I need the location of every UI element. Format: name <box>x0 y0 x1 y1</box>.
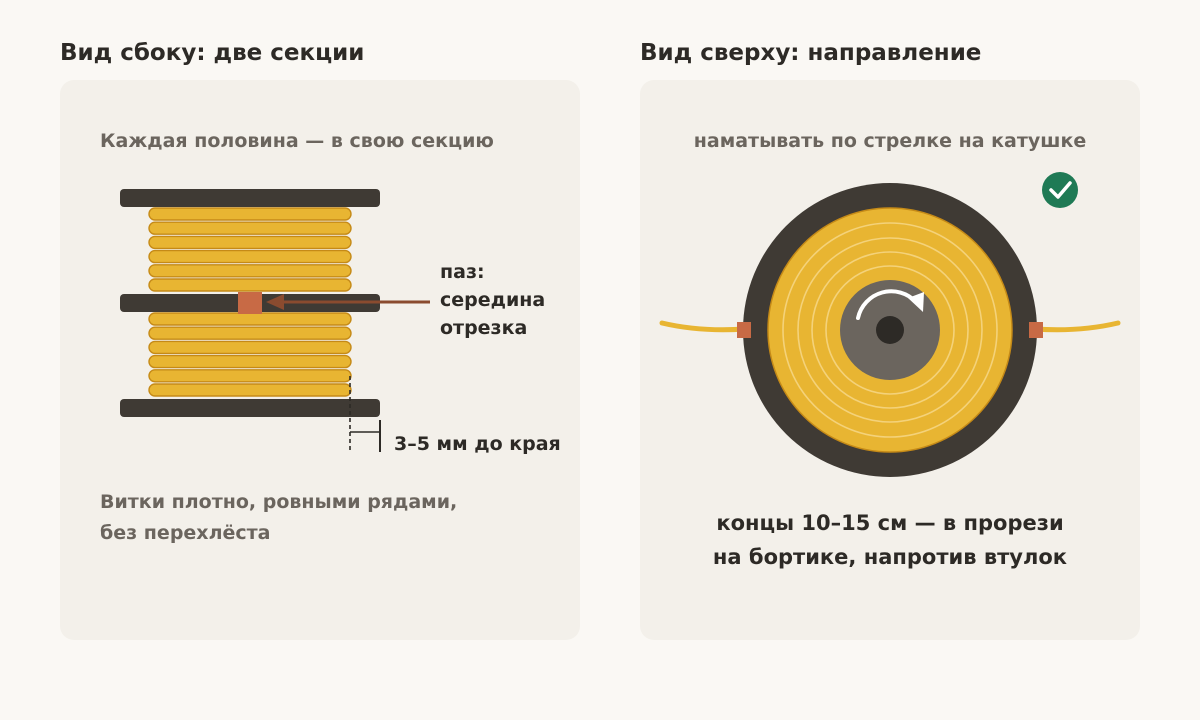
side-view-heading: Вид сбоку: две секции <box>60 40 365 66</box>
direction-arrow <box>856 289 918 320</box>
winding-ring <box>782 222 998 438</box>
coil-turn <box>148 249 352 264</box>
coil-turn <box>148 235 352 250</box>
winding-ring <box>811 251 969 409</box>
bottom-text-line-2: на бортике, напротив втулок <box>712 545 1068 569</box>
line-end-left <box>659 320 748 333</box>
bottom-text-line-1: концы 10–15 см — в прорези <box>716 511 1064 535</box>
groove-label-line-3: отрезка <box>440 317 528 339</box>
spool-side-diagram <box>120 189 430 452</box>
lower-winding-section <box>148 312 352 397</box>
coil-turn <box>148 326 352 340</box>
side-view-bottom-caption: Витки плотно, ровными рядами, без перехл… <box>100 487 457 549</box>
groove-label-line-2: середина <box>440 289 546 311</box>
top-view-panel: наматывать по стрелке на катушке концы 1… <box>640 80 1140 640</box>
coil-turn <box>148 207 352 221</box>
edge-gap-label: 3–5 мм до края <box>394 433 561 455</box>
winding-rings <box>782 222 998 438</box>
coil-turn <box>148 369 352 383</box>
winding-ring <box>797 237 983 423</box>
side-view-caption: Каждая половина — в свою секцию <box>100 130 494 152</box>
coil-turn <box>148 264 352 278</box>
check-circle-icon <box>1042 172 1078 208</box>
coil-turn <box>148 278 352 292</box>
top-view-bottom-text: концы 10–15 см — в прорези на бортике, н… <box>640 506 1140 574</box>
coil-turn <box>148 312 352 326</box>
upper-winding-section <box>148 207 352 292</box>
direction-arrow-head <box>908 292 924 312</box>
bottom-caption-line-1: Витки плотно, ровными рядами, <box>100 491 458 513</box>
top-view-heading: Вид сверху: направление <box>640 40 982 66</box>
slot-marker-left <box>737 322 751 338</box>
bottom-caption-line-2: без перехлёста <box>100 522 271 544</box>
top-view-caption: наматывать по стрелке на катушке <box>693 130 1087 152</box>
winding-ring <box>825 265 955 395</box>
groove-label-line-1: паз: <box>440 261 485 283</box>
top-flange <box>120 189 380 207</box>
spool-axle <box>876 316 904 344</box>
slot-marker-right <box>1029 322 1043 338</box>
line-end-right <box>1032 320 1121 333</box>
bottom-flange <box>120 399 380 417</box>
groove-label: паз: середина отрезка <box>440 258 545 342</box>
spool-top-diagram <box>659 172 1121 477</box>
coil-turn <box>148 383 352 397</box>
coil-turn <box>148 221 352 235</box>
groove-arrow-head <box>266 294 284 310</box>
groove-marker <box>238 292 262 314</box>
coil-turn <box>148 354 352 369</box>
coil-turn <box>148 340 352 355</box>
side-view-panel: Каждая половина — в свою секцию паз: сер… <box>60 80 580 640</box>
